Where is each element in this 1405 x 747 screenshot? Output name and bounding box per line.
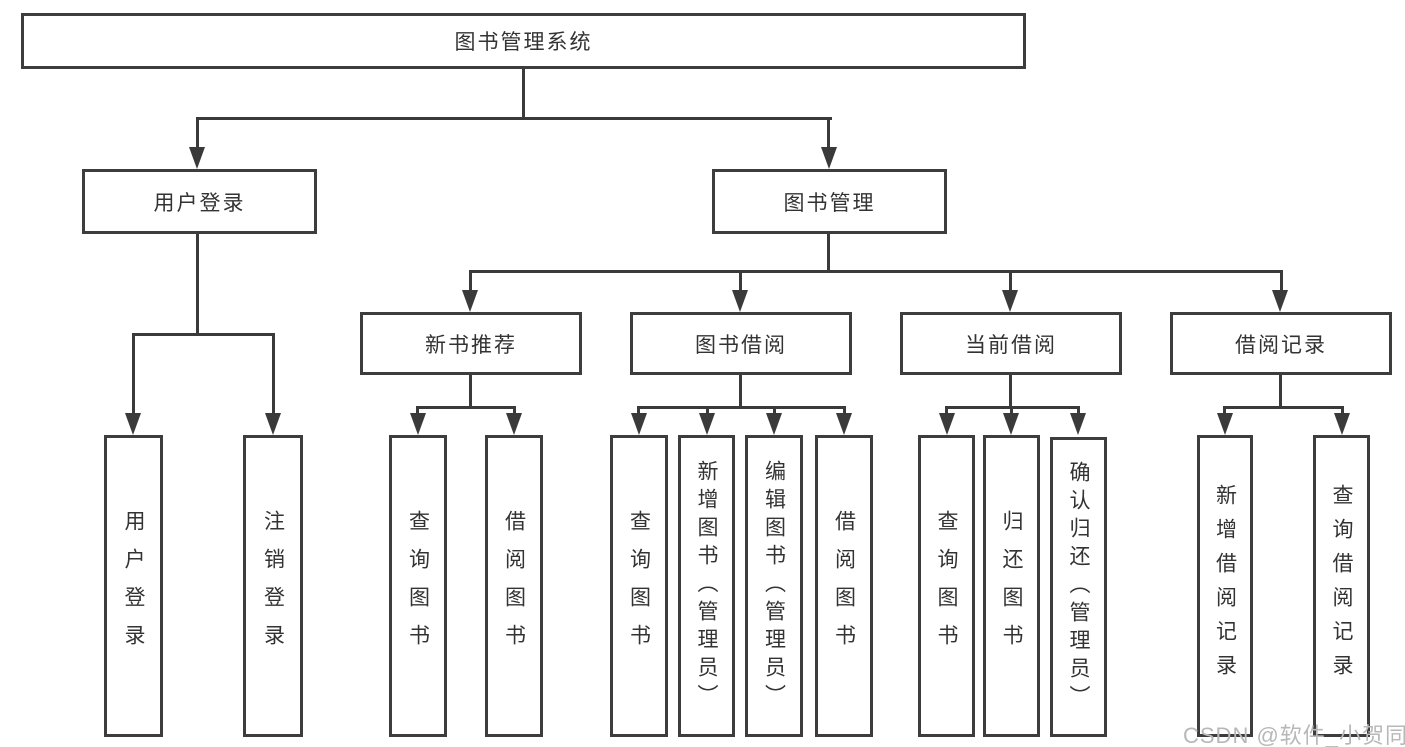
connector-line-v — [469, 375, 472, 409]
connector-line-v — [1280, 270, 1283, 292]
leaf-return-books: 归还图书 — [983, 435, 1040, 737]
leaf-label: 借阅图书 — [832, 510, 856, 662]
connector-line-v — [1223, 406, 1226, 416]
connector-line-v — [945, 406, 948, 416]
node-label: 新书推荐 — [425, 333, 517, 357]
connector-line-v — [513, 406, 516, 416]
connector-line-v — [773, 406, 776, 416]
leaf-user-login: 用户登录 — [104, 435, 163, 737]
connector-line-v — [132, 333, 135, 415]
arrowhead-down-icon — [1070, 413, 1086, 435]
connector-line-v — [827, 117, 830, 150]
node-book-borrowing: 图书借阅 — [630, 312, 852, 375]
leaf-logout: 注销登录 — [243, 435, 303, 737]
connector-line-h — [132, 333, 275, 336]
connector-line-v — [196, 117, 199, 150]
connector-line-v — [739, 375, 742, 409]
connector-line-v — [196, 234, 199, 336]
connector-line-h — [469, 270, 1283, 273]
arrowhead-down-icon — [189, 147, 205, 169]
node-label: 用户登录 — [153, 191, 246, 215]
arrowhead-down-icon — [939, 413, 955, 435]
leaf-add-borrow-record: 新增借阅记录 — [1197, 435, 1253, 737]
leaf-borrow-books: 借阅图书 — [815, 435, 873, 737]
leaf-label: 新增借阅记录 — [1213, 484, 1237, 688]
arrowhead-down-icon — [631, 413, 647, 435]
connector-line-v — [827, 234, 830, 273]
leaf-borrow-books-recommend: 借阅图书 — [485, 435, 543, 737]
leaf-label: 注销登录 — [261, 510, 285, 662]
leaf-edit-books-admin: 编辑图书（管理员） — [745, 435, 803, 737]
connector-line-v — [1279, 375, 1282, 409]
node-label: 图书管理系统 — [454, 31, 593, 54]
connector-line-h — [196, 117, 832, 120]
leaf-add-books-admin: 新增图书（管理员） — [678, 435, 735, 737]
arrowhead-down-icon — [821, 147, 837, 169]
leaf-label: 用户登录 — [122, 510, 145, 662]
node-label: 当前借阅 — [965, 333, 1057, 357]
arrowhead-down-icon — [836, 413, 852, 435]
arrowhead-down-icon — [1334, 413, 1350, 435]
leaf-query-books-recommend: 查询图书 — [389, 435, 447, 737]
connector-line-v — [469, 270, 472, 292]
arrowhead-down-icon — [732, 290, 748, 312]
arrowhead-down-icon — [410, 413, 426, 435]
leaf-label: 编辑图书（管理员） — [762, 460, 786, 712]
arrowhead-down-icon — [699, 413, 715, 435]
leaf-label: 查询图书 — [406, 510, 430, 662]
arrowhead-down-icon — [766, 413, 782, 435]
connector-line-h — [1223, 406, 1344, 409]
leaf-confirm-return-admin: 确认归还（管理员） — [1050, 437, 1107, 737]
node-book-management: 图书管理 — [712, 169, 947, 234]
arrowhead-down-icon — [506, 413, 522, 435]
arrowhead-down-icon — [1217, 413, 1233, 435]
connector-line-v — [739, 270, 742, 292]
connector-line-v — [637, 406, 640, 416]
connector-line-v — [416, 406, 419, 416]
leaf-label: 确认归还（管理员） — [1067, 461, 1090, 713]
connector-line-v — [1077, 406, 1080, 416]
connector-line-v — [1009, 375, 1012, 409]
connector-line-v — [1010, 406, 1013, 416]
arrowhead-down-icon — [1003, 413, 1019, 435]
leaf-label: 新增图书（管理员） — [695, 460, 718, 712]
leaf-label: 查询图书 — [627, 510, 651, 662]
node-library-management-system: 图书管理系统 — [21, 13, 1026, 69]
node-user-login: 用户登录 — [82, 169, 317, 234]
arrowhead-down-icon — [125, 413, 141, 435]
node-new-book-recommendation: 新书推荐 — [360, 312, 582, 375]
node-label: 借阅记录 — [1235, 333, 1327, 357]
leaf-query-books-borrowing: 查询图书 — [610, 435, 668, 737]
leaf-label: 归还图书 — [1000, 510, 1023, 662]
connector-line-v — [706, 406, 709, 416]
connector-line-h — [416, 406, 516, 409]
node-label: 图书管理 — [783, 191, 876, 215]
connector-line-v — [522, 69, 525, 120]
leaf-label: 查询借阅记录 — [1330, 484, 1353, 688]
leaf-label: 查询图书 — [935, 510, 958, 662]
arrowhead-down-icon — [1272, 290, 1288, 312]
connector-line-h — [637, 406, 846, 409]
leaf-query-borrow-record: 查询借阅记录 — [1313, 435, 1370, 737]
connector-line-v — [1341, 406, 1344, 416]
leaf-query-books-current: 查询图书 — [918, 435, 975, 737]
arrowhead-down-icon — [462, 290, 478, 312]
node-borrowing-records: 借阅记录 — [1170, 312, 1392, 375]
arrowhead-down-icon — [265, 413, 281, 435]
connector-line-v — [272, 333, 275, 415]
leaf-label: 借阅图书 — [502, 510, 526, 662]
csdn-watermark: CSDN @软件_小贺同学 — [1183, 723, 1405, 747]
node-current-borrowing: 当前借阅 — [900, 312, 1122, 375]
connector-line-v — [1009, 270, 1012, 292]
node-label: 图书借阅 — [695, 333, 787, 357]
connector-line-v — [843, 406, 846, 416]
arrowhead-down-icon — [1002, 290, 1018, 312]
